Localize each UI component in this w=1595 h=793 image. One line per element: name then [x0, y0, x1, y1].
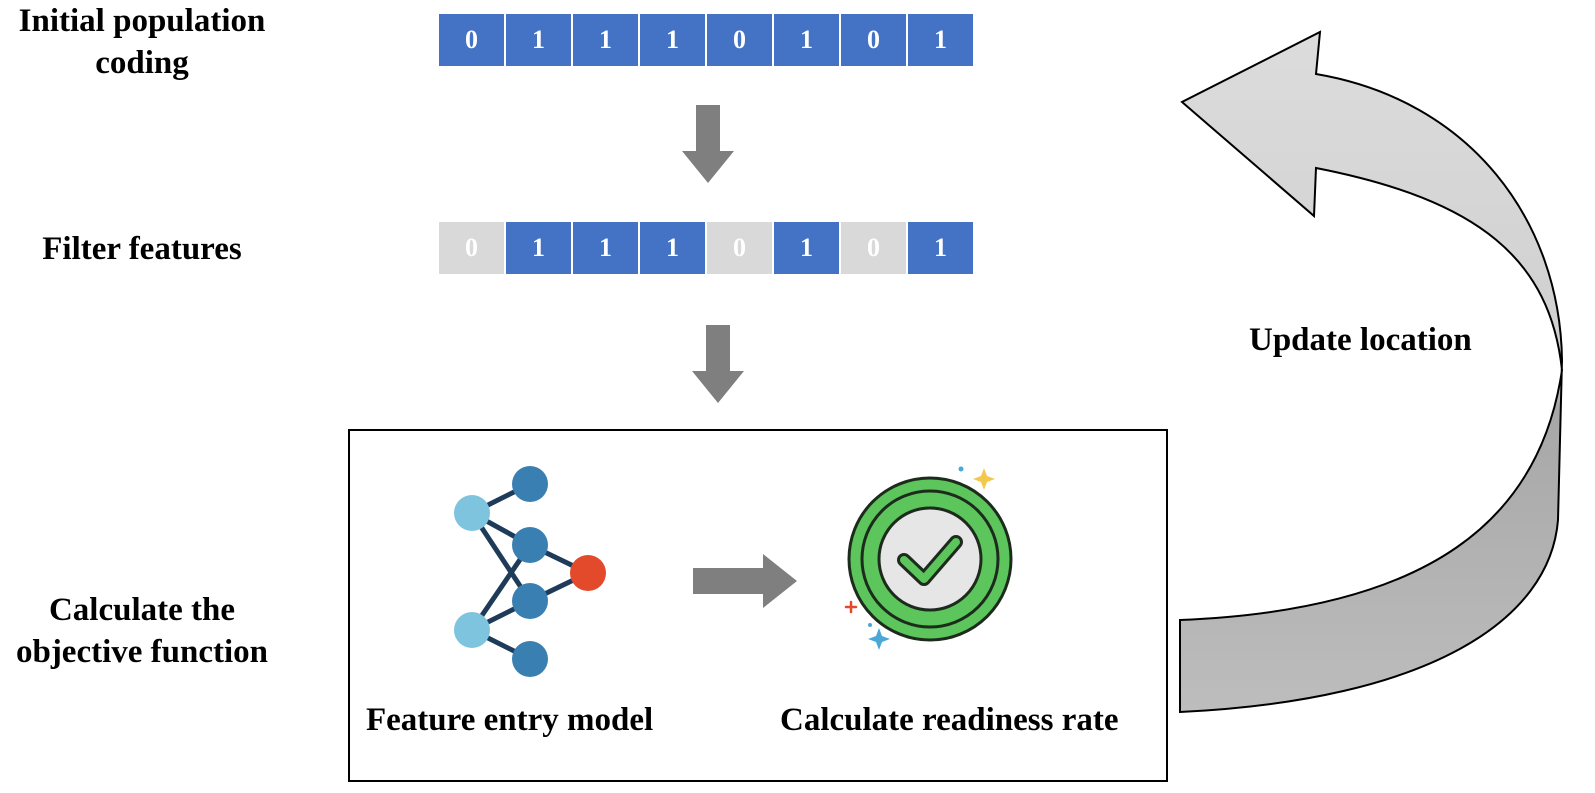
- step-label-objective-line1: Calculate the: [48, 592, 236, 628]
- objective-function-box: [348, 429, 1168, 782]
- check-badge-icon: [844, 466, 1013, 650]
- step-label-initial-line1: Initial population: [18, 3, 266, 39]
- filter-bit: 1: [506, 222, 571, 274]
- filter-bit: 1: [640, 222, 705, 274]
- filter-bit-string: 0 1 1 1 0 1 0 1: [439, 222, 973, 274]
- filter-bit: 0: [439, 222, 504, 274]
- feature-entry-model-caption: Feature entry model: [366, 702, 654, 738]
- step-label-initial-line2: coding: [95, 45, 189, 81]
- filter-bit: 0: [707, 222, 772, 274]
- initial-bit: 1: [506, 14, 571, 66]
- initial-bit: 1: [573, 14, 638, 66]
- step-label-initial-population: Initial population coding: [0, 0, 284, 84]
- filter-bit: 0: [841, 222, 906, 274]
- flow-arrow-right: [693, 554, 797, 608]
- filter-bit: 1: [774, 222, 839, 274]
- initial-bit-string: 0 1 1 1 0 1 0 1: [439, 14, 973, 66]
- update-loop-arrow: [1179, 30, 1564, 714]
- initial-bit: 1: [640, 14, 705, 66]
- flow-arrow-down-1: [682, 105, 734, 183]
- update-location-label: Update location: [1249, 322, 1472, 358]
- initial-bit: 0: [707, 14, 772, 66]
- initial-bit: 1: [908, 14, 973, 66]
- readiness-rate-caption: Calculate readiness rate: [780, 702, 1119, 738]
- initial-bit: 0: [841, 14, 906, 66]
- flow-arrow-down-2: [692, 325, 744, 403]
- step-label-objective-line2: objective function: [15, 634, 269, 670]
- step-label-filter-text: Filter features: [42, 231, 242, 267]
- neural-network-icon: [454, 466, 606, 677]
- step-label-objective-function: Calculate the objective function: [0, 589, 284, 673]
- step-label-filter-features: Filter features: [0, 228, 284, 270]
- initial-bit: 0: [439, 14, 504, 66]
- initial-bit: 1: [774, 14, 839, 66]
- filter-bit: 1: [573, 222, 638, 274]
- filter-bit: 1: [908, 222, 973, 274]
